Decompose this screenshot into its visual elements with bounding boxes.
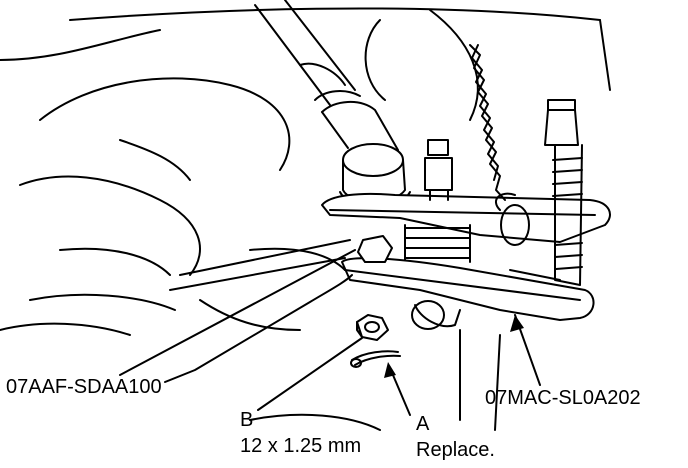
cotter-pin [350,350,401,368]
safety-chain [469,44,530,246]
tool-label-left: 07AAF-SDAA100 [6,376,162,398]
leader-tool-left-2 [119,249,356,376]
lower-arm [169,239,461,330]
tie-rod [254,0,399,151]
knuckle-outline [0,7,611,431]
callout-b-spec: 12 x 1.25 mm [240,435,362,457]
tool-label-right: 07MAC-SL0A202 [485,387,641,409]
pin-stud [424,139,453,201]
callout-a-note: Replace. [416,439,495,461]
boot-spring [404,224,471,263]
callout-b-letter: B [240,409,254,431]
joint-nut [357,235,393,263]
leader-a [389,367,411,416]
leader-tool-left [164,274,353,383]
arrowhead-right [510,315,524,332]
castle-nut [356,314,389,341]
top-bolt [544,99,583,286]
leader-b [257,337,363,411]
tool-upper-arm [321,192,611,243]
callout-a-letter: A [416,413,430,435]
arrowhead-a [384,362,396,378]
